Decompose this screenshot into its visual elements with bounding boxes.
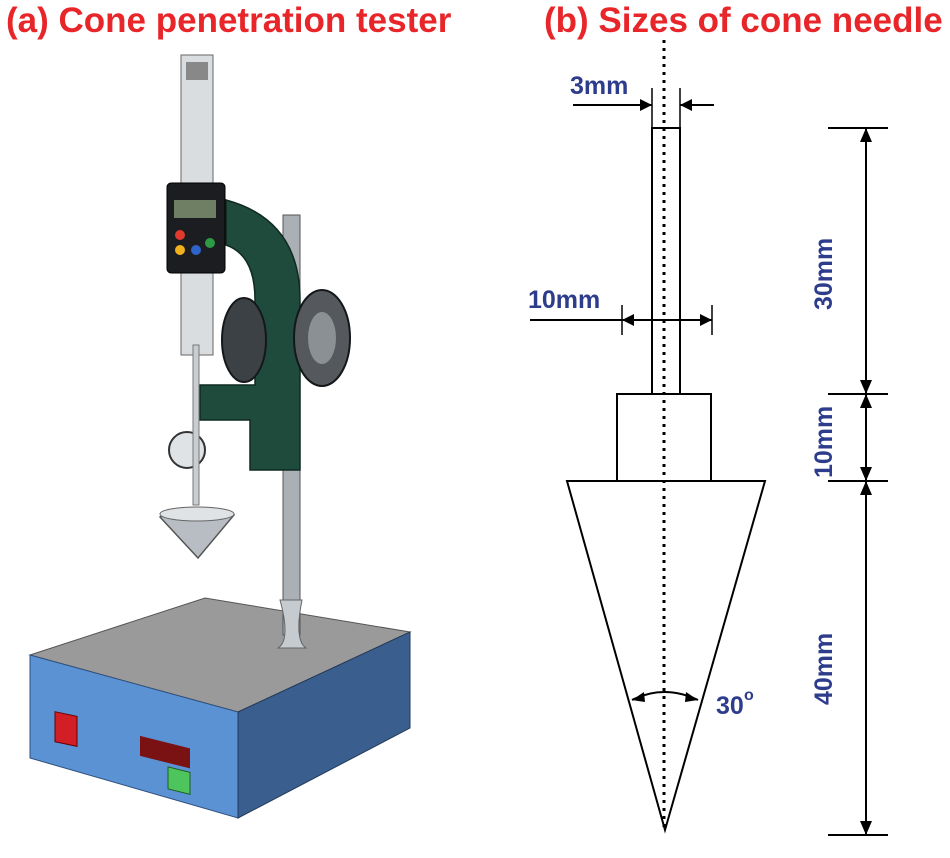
adjust-wheel-left — [221, 297, 267, 383]
needle-rod-outline — [651, 127, 681, 395]
power-switch — [54, 711, 78, 747]
collar-length-label: 10mm — [810, 406, 838, 478]
cone-length-arrow-bottom — [860, 821, 872, 835]
cone-angle-arrow-left — [632, 692, 645, 702]
rod-length-arrow-top — [860, 128, 872, 142]
cone-angle-arrow-right — [685, 692, 698, 702]
digital-display-unit — [166, 182, 226, 274]
cone-length-arrow-top — [860, 481, 872, 495]
dimension-labels: 3mm 10mm 30mm 10mm 40mm 30 o — [528, 72, 838, 720]
gauge-cap — [186, 62, 208, 80]
needle-cone-outline — [565, 480, 767, 834]
tester-base-side — [237, 631, 411, 819]
display-button-blue — [191, 245, 201, 255]
dial-gauge — [168, 431, 206, 469]
needle-rod — [192, 344, 200, 506]
collar-width-arrow-right — [700, 314, 712, 326]
collar-length-arrow-top — [860, 394, 872, 408]
display-button-green — [205, 238, 215, 248]
digital-screen — [174, 200, 216, 218]
rod-length-label: 30mm — [810, 238, 838, 310]
wheel-hub — [308, 312, 336, 364]
rod-width-arrow-left — [640, 99, 652, 111]
tester-arm — [199, 199, 301, 471]
panel-b-title: (b) Sizes of cone needle — [544, 1, 943, 40]
collar-width-label: 10mm — [528, 286, 600, 314]
needle-collar-outline — [616, 393, 712, 482]
cone-length-label: 40mm — [810, 633, 838, 705]
panel-a-title: (a) Cone penetration tester — [6, 1, 452, 40]
collar-width-arrow-left — [622, 314, 634, 326]
cone-rim — [159, 506, 235, 522]
display-button-yellow — [175, 245, 185, 255]
rod-length-arrow-bottom — [860, 380, 872, 394]
start-button — [167, 766, 191, 795]
degree-mark: o — [744, 687, 754, 704]
rod-width-arrow-right — [680, 99, 692, 111]
timer-display — [140, 735, 190, 769]
rod-width-label: 3mm — [570, 72, 628, 100]
display-button-red — [175, 230, 185, 240]
collar-length-arrow-bottom — [860, 467, 872, 481]
cone-needle-diagram — [530, 40, 888, 836]
pillar-foot — [276, 599, 308, 649]
cone-angle-label: 30 — [716, 692, 744, 720]
cone-penetration-tester-photo — [28, 54, 412, 819]
